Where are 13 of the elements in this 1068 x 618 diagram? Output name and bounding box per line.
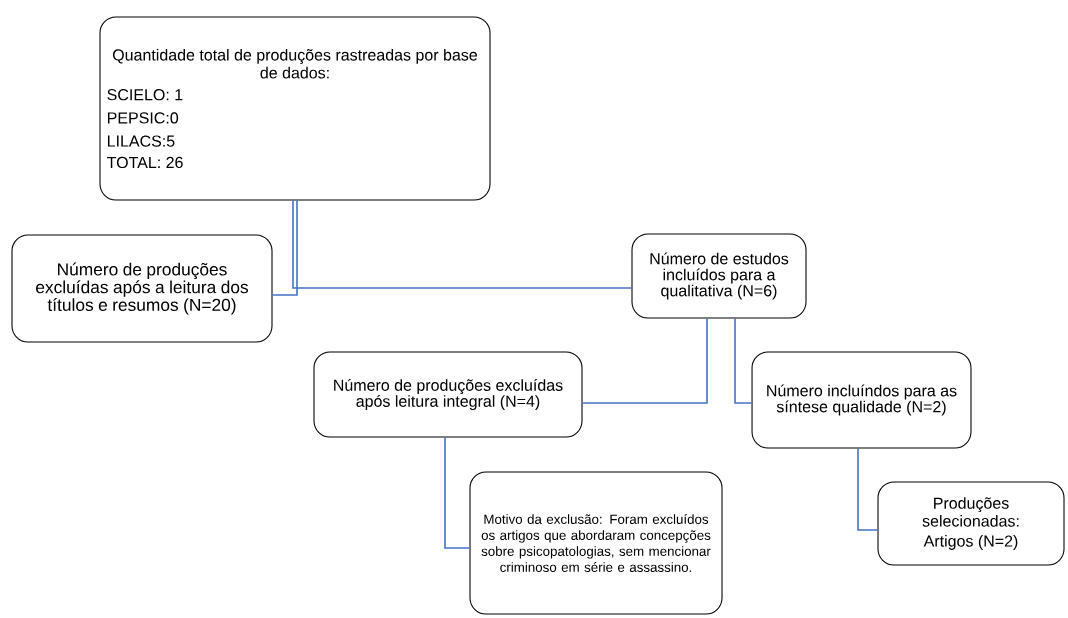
process-box: Quantidade total de produções rastreadas por base de dados: SCIELO: 1 PEPSIC:0 LILACS:5 TOTAL: 26 [99, 16, 491, 201]
connector-line [292, 199, 633, 289]
connector-line [271, 199, 298, 296]
connector-line [734, 317, 753, 404]
process-box: Número de produções excluídas após a leitura dos títulos e resumos (N=20) [11, 234, 273, 343]
process-box: Motivo da exclusão: Foram excluídos os artigos que abordaram concepções sobre psicopatologias, sem mencionar criminoso em série e assassino. [469, 471, 723, 615]
connector-line [857, 447, 879, 531]
process-box: Número de estudos incluídos para a qualitativa (N=6) [631, 233, 807, 319]
process-box: Número de produções excluídas após leitura integral (N=4) [313, 351, 583, 438]
process-box: Produções selecionadas: Artigos (N=2) [877, 481, 1065, 566]
process-box: Número incluíndos para as síntese qualidade (N=2) [751, 351, 972, 449]
connector-line [444, 436, 471, 549]
connector-line [581, 317, 708, 404]
